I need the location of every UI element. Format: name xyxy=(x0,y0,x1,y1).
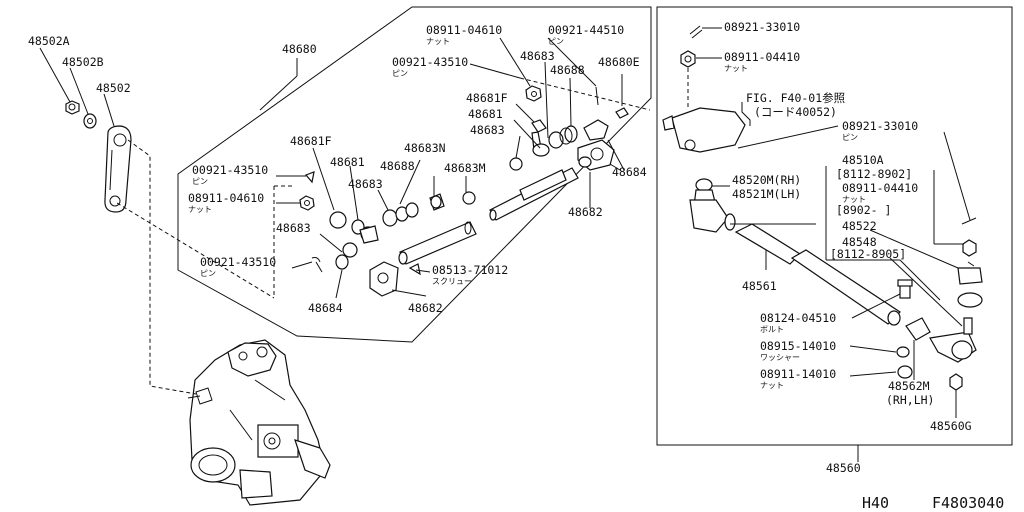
label-00921-43510-top: 00921-43510 xyxy=(392,55,468,69)
label-48680: 48680 xyxy=(282,42,317,56)
figure-code: F4803040 xyxy=(932,494,1004,512)
label-48561: 48561 xyxy=(742,279,777,293)
relay-rod-kit-box xyxy=(177,6,652,343)
label-48683-a: 48683 xyxy=(520,49,555,63)
label-08911-04410-a-sub: ナット xyxy=(724,64,748,73)
label-08911-04610-top-sub: ナット xyxy=(426,37,450,46)
label-48681f-b: 48681F xyxy=(290,134,332,148)
label-08911-04410-b-sub: ナット xyxy=(842,195,866,204)
label-08513-71012: 08513-71012 xyxy=(432,263,508,277)
label-48682-b: 48682 xyxy=(408,301,443,315)
tie-rod-box xyxy=(656,6,1013,446)
label-48560: 48560 xyxy=(826,461,861,475)
label-48681f-a: 48681F xyxy=(466,91,508,105)
label-48682-a: 48682 xyxy=(568,205,603,219)
label-48688-a: 48688 xyxy=(550,63,585,77)
label-48683n: 48683N xyxy=(404,141,446,155)
label-00921-43510-top-sub: ピン xyxy=(392,69,408,78)
label-48510a: 48510A xyxy=(842,153,884,167)
label-fig-ref-sub: (コード40052) xyxy=(754,105,837,119)
label-08124-04510: 08124-04510 xyxy=(760,311,836,325)
label-fig-ref: FIG. F40-01参照 xyxy=(746,91,845,105)
label-48688-b: 48688 xyxy=(380,159,415,173)
label-08911-04610-mid: 08911-04610 xyxy=(188,191,264,205)
label-00921-43510-bot: 00921-43510 xyxy=(200,255,276,269)
label-48683-c: 48683 xyxy=(348,177,383,191)
label-8112-8902: [8112-8902] xyxy=(836,167,912,181)
label-08911-04410-a: 08911-04410 xyxy=(724,50,800,64)
label-08513-71012-sub: スクリュー xyxy=(432,277,472,286)
relay-rod-components xyxy=(299,85,629,297)
label-48562m: 48562M xyxy=(888,379,930,393)
label-00921-43510-mid: 00921-43510 xyxy=(192,163,268,177)
label-8902: [8902- ] xyxy=(836,203,891,217)
label-48681-a: 48681 xyxy=(468,107,503,121)
section-code: H40 xyxy=(862,494,889,512)
label-08915-14010: 08915-14010 xyxy=(760,339,836,353)
label-8112-8905: [8112-8905] xyxy=(830,247,906,261)
label-48502a: 48502A xyxy=(28,34,70,48)
label-48502: 48502 xyxy=(96,81,131,95)
label-08911-04610-mid-sub: ナット xyxy=(188,205,212,214)
steering-gear-box xyxy=(187,339,331,506)
label-00921-43510-mid-sub: ピン xyxy=(192,177,208,186)
label-48560g: 48560G xyxy=(930,419,972,433)
tie-rod-assembly xyxy=(662,25,983,391)
label-48502b: 48502B xyxy=(62,55,104,69)
label-48521m: 48521M(LH) xyxy=(732,187,801,201)
label-08911-14010: 08911-14010 xyxy=(760,367,836,381)
label-48680e: 48680E xyxy=(598,55,640,69)
label-08921-33010-b: 08921-33010 xyxy=(842,119,918,133)
pitman-arm-assembly xyxy=(65,100,132,213)
label-08911-04610-top: 08911-04610 xyxy=(426,23,502,37)
label-08911-04410-b: 08911-04410 xyxy=(842,181,918,195)
label-00921-44510-sub: ピン xyxy=(548,37,564,46)
label-48548: 48548 xyxy=(842,235,877,249)
label-48683-d: 48683 xyxy=(276,221,311,235)
label-00921-43510-bot-sub: ピン xyxy=(200,269,216,278)
label-48522: 48522 xyxy=(842,219,877,233)
label-08124-04510-sub: ボルト xyxy=(760,325,784,334)
label-48520m: 48520M(RH) xyxy=(732,173,801,187)
label-48681-b: 48681 xyxy=(330,155,365,169)
leader-lines xyxy=(39,27,971,462)
label-48684-b: 48684 xyxy=(308,301,343,315)
label-08911-14010-sub: ナット xyxy=(760,381,784,390)
label-48562m-2: (RH,LH) xyxy=(886,393,934,407)
label-48683m: 48683M xyxy=(444,161,486,175)
label-48684-a: 48684 xyxy=(612,165,647,179)
label-08921-33010-b-sub: ピン xyxy=(842,133,858,142)
label-00921-44510: 00921-44510 xyxy=(548,23,624,37)
label-08915-14010-sub: ワッシャー xyxy=(760,353,800,362)
label-48683-b: 48683 xyxy=(470,123,505,137)
label-08921-33010-a: 08921-33010 xyxy=(724,20,800,34)
